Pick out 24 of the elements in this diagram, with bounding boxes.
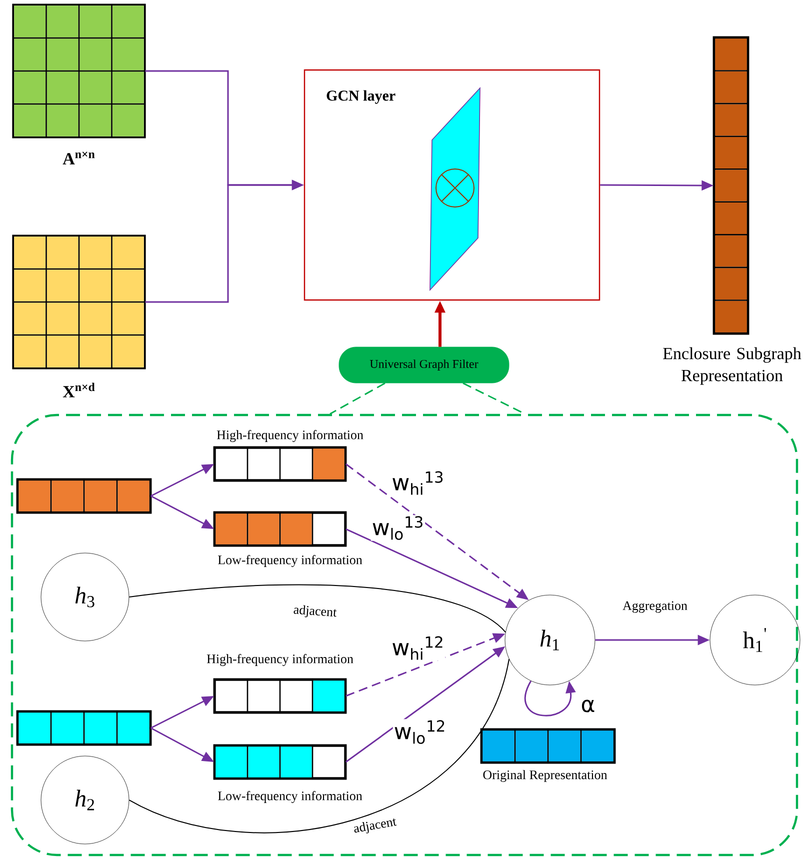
matrix-grid (16, 478, 152, 514)
matrix-caption: A$^{n×n}$ (62, 152, 95, 164)
matrix-grid (16, 710, 152, 746)
connector-line (128, 584, 506, 633)
edge-label: adjacent (352, 815, 398, 837)
node-label: High-frequency information (206, 654, 354, 666)
connector-line (330, 382, 386, 415)
edge-label: Aggregation (622, 600, 688, 614)
dashed-region (10, 414, 798, 856)
edge-label: w$_{lo}$12 (392, 719, 448, 745)
edge-label: w$_{hi}$12 (390, 635, 446, 661)
connector-line (128, 658, 510, 834)
node-label: Original Representation (483, 770, 608, 782)
node-label: Low-frequency information (218, 791, 362, 803)
edge-label: adjacent (292, 604, 338, 620)
matrix-caption: X$^{n×d}$ (62, 382, 95, 398)
filter-pill: Universal Graph Filter (338, 346, 510, 384)
gcn-layer-box: GCN layer (304, 69, 600, 301)
edge-label: w$_{hi}$13 (390, 470, 446, 496)
node-label: High-frequency information (216, 430, 364, 442)
node-label: Enclosure Subgraph Representation (663, 347, 802, 385)
edge-label: w$_{lo}$13 (370, 515, 426, 541)
edge-label: α (580, 698, 596, 714)
node-label: Low-frequency information (218, 555, 362, 567)
